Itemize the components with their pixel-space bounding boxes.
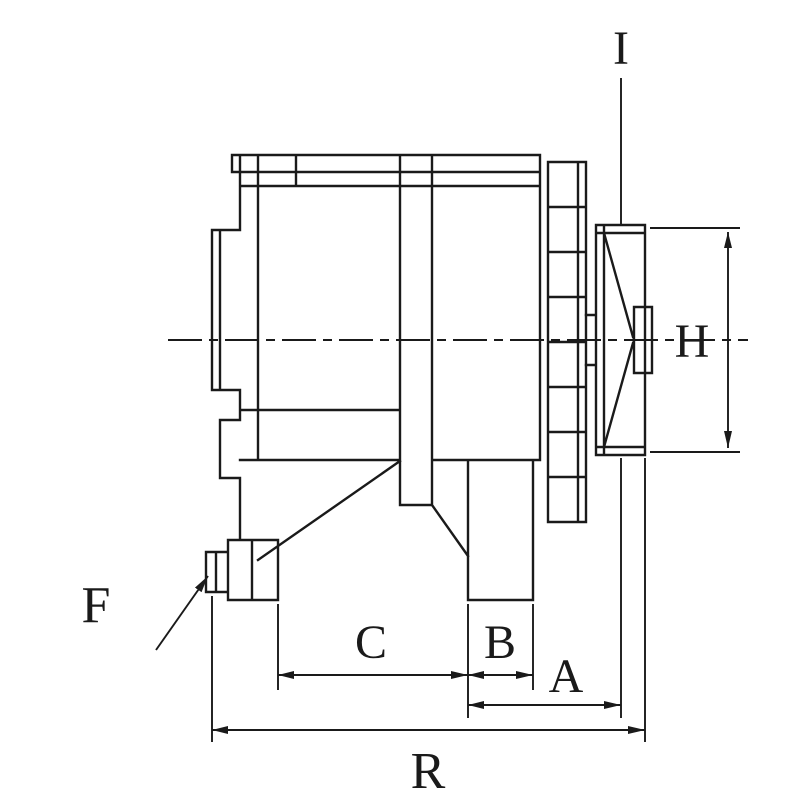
dim-label-c: C — [355, 616, 387, 669]
dimension-i: I — [613, 22, 629, 225]
dimension-b: B — [468, 604, 534, 690]
dim-h-extension-lines — [650, 227, 740, 453]
dim-label-a: A — [549, 650, 584, 703]
dim-f-leader-arrow — [155, 575, 209, 651]
dimension-f: F — [82, 575, 209, 651]
dim-label-f: F — [82, 577, 111, 634]
alternator-body — [204, 153, 542, 602]
fan-ribs-path — [546, 160, 588, 524]
dimension-c: C — [277, 604, 469, 718]
dim-label-i: I — [613, 22, 629, 75]
dim-label-h: H — [675, 315, 710, 368]
dimension-r: R — [211, 458, 646, 800]
dim-r-extension-lines — [211, 458, 646, 742]
dimension-a: A — [468, 458, 622, 718]
fan-rib-stack — [546, 160, 588, 524]
dim-label-r: R — [411, 743, 446, 800]
body-outline-path — [204, 153, 542, 602]
dim-label-b: B — [484, 616, 516, 669]
dimension-h: H — [650, 227, 740, 453]
